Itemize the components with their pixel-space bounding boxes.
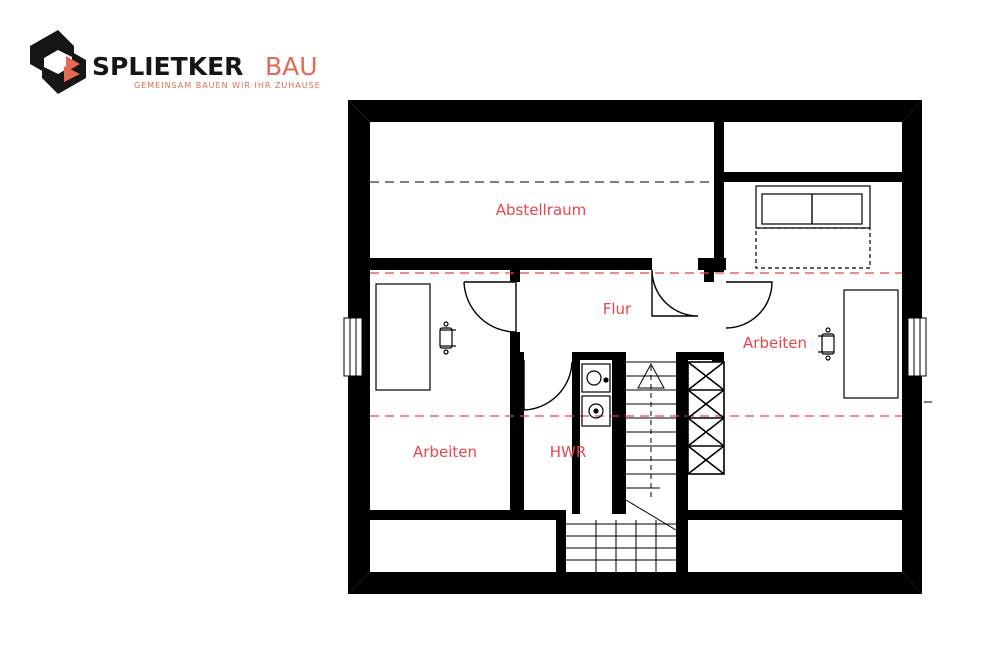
room-label-utility: HWR (550, 443, 587, 461)
brand-name-bold: SPLIETKER (92, 52, 243, 81)
washing-machine-icon (581, 363, 611, 427)
window-right-icon (907, 317, 927, 377)
interior-walls (370, 122, 902, 572)
room-label-work-left: Arbeiten (413, 443, 477, 461)
logo-mark-icon (30, 30, 86, 94)
shelf-icon (687, 361, 725, 475)
desk-right-icon (818, 289, 899, 399)
window-left-icon (343, 317, 363, 377)
roof-slope-lines (370, 181, 902, 417)
desk-left-icon (375, 283, 456, 391)
staircase-icon (566, 361, 677, 572)
brand-name-light: BAU (265, 52, 318, 81)
room-label-hall: Flur (603, 300, 632, 318)
doors (463, 269, 773, 411)
room-label-work-right: Arbeiten (743, 334, 807, 352)
brand-tagline: GEMEINSAM BAUEN WIR IHR ZUHAUSE (134, 81, 321, 90)
sofa-icon (755, 185, 871, 269)
room-label-storage: Abstellraum (496, 201, 587, 219)
company-logo: SPLIETKER BAU GEMEINSAM BAUEN WIR IHR ZU… (30, 30, 321, 94)
